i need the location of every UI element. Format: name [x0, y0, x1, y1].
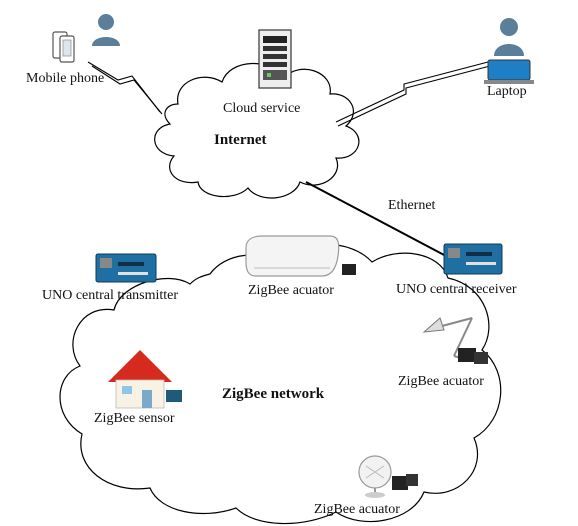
zigbee-network-cloud — [59, 243, 502, 525]
label-ethernet: Ethernet — [388, 198, 436, 213]
fan-icon — [358, 455, 392, 498]
wireless-link-laptop — [335, 61, 489, 123]
arduino-board-icon-receiver — [443, 243, 503, 275]
internet-cloud — [154, 62, 360, 199]
label-uno-transmitter: UNO central transmitter — [42, 288, 179, 303]
relay-module-icon-lamp — [458, 348, 488, 364]
label-cloud-service: Cloud service — [223, 101, 301, 116]
label-laptop: Laptop — [487, 84, 527, 99]
label-zigbee-sensor: ZigBee sensor — [94, 411, 175, 426]
label-zigbee-actuator-fan: ZigBee acuator — [314, 502, 400, 517]
server-icon — [258, 29, 292, 89]
label-zigbee-actuator-lamp: ZigBee acuator — [398, 374, 484, 389]
laptop-icon — [484, 59, 534, 84]
ethernet-link — [305, 181, 447, 257]
label-mobile-phone: Mobile phone — [26, 71, 105, 86]
relay-module-icon-fan — [392, 474, 418, 490]
phone-icon — [52, 31, 75, 63]
label-zigbee-actuator-ac: ZigBee acuator — [248, 283, 334, 298]
user-icon-laptop — [494, 18, 524, 56]
user-icon-mobile — [92, 14, 120, 46]
label-zigbee-network: ZigBee network — [222, 386, 325, 402]
arduino-board-icon-transmitter — [95, 253, 157, 283]
label-uno-receiver: UNO central receiver — [396, 282, 517, 297]
lamp-icon — [422, 317, 473, 361]
wireless-link-laptop-2 — [337, 65, 491, 127]
relay-module-icon-ac — [342, 264, 356, 275]
sensor-board-icon — [166, 390, 182, 402]
wireless-link-mobile — [87, 61, 161, 113]
air-conditioner-icon — [245, 235, 340, 277]
label-internet: Internet — [214, 132, 267, 148]
wireless-link-mobile-2 — [91, 65, 163, 115]
house-icon — [108, 350, 172, 409]
